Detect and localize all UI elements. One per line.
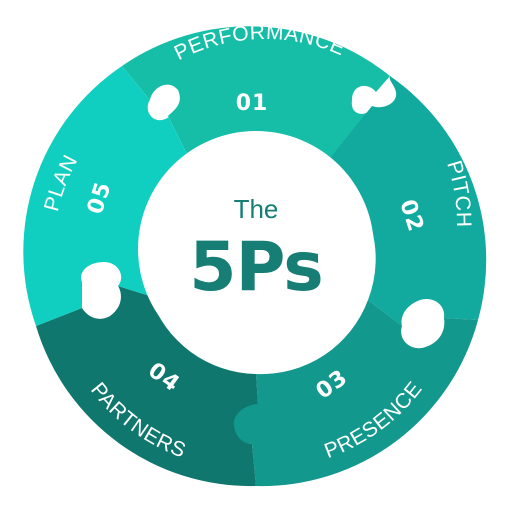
segment-partners: PARTNERS 04 [36, 286, 258, 487]
segment-pitch-shape [325, 76, 487, 326]
segment-presence: PRESENCE 03 [232, 300, 478, 487]
segment-plan-shape [23, 66, 188, 326]
segment-performance-number: 01 [236, 91, 269, 116]
segment-partners-shape [36, 286, 258, 487]
segment-performance: PERFORMANCE 01 [122, 21, 390, 165]
center-title-big: 5Ps [189, 228, 322, 307]
segment-performance-shape [122, 26, 390, 165]
segment-presence-shape [232, 300, 478, 487]
center-title-small: The [234, 194, 279, 224]
segment-plan: PLAN 05 [23, 66, 188, 326]
center-circle [138, 131, 374, 367]
